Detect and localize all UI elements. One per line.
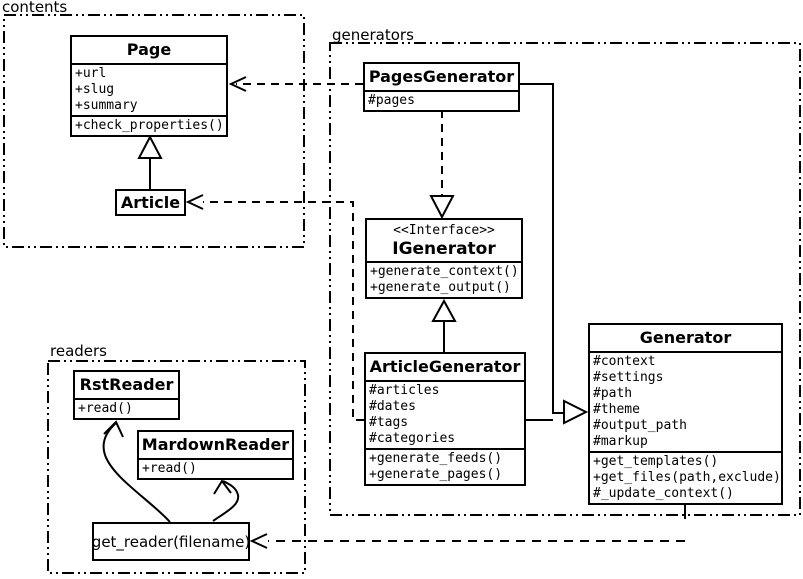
class-igenerator-title: <<Interface>> IGenerator (367, 220, 521, 261)
method: +generate_context() (370, 264, 519, 279)
class-generator-title: Generator (639, 328, 732, 347)
generalization-generators-generator (520, 83, 589, 425)
method: +read() (142, 461, 197, 476)
package-readers-border (47, 360, 306, 574)
class-article-title: Article (120, 193, 181, 212)
method: +generate_feeds() (369, 451, 503, 466)
function-get-reader-label: get_reader(filename) (91, 532, 251, 551)
package-contents-border (3, 14, 305, 248)
package-readers-label: readers (50, 342, 107, 360)
package-generators-label: generators (332, 26, 414, 44)
class-page-methods: +check_properties() (72, 115, 226, 135)
attribute: #context (593, 354, 656, 369)
method: #_update_context() (593, 486, 734, 501)
attribute: #articles (369, 383, 440, 398)
arrow-getreader-rstreader (102, 420, 171, 523)
class-igenerator-methods: +generate_context() +generate_output() (367, 261, 521, 297)
class-markdownreader: MardownReader +read() (137, 430, 294, 480)
attribute: #pages (368, 93, 415, 108)
class-page-attributes: +url +slug +summary (72, 63, 226, 115)
class-articlegenerator-attributes: #articles #dates #tags #categories (366, 380, 524, 448)
method: +generate_pages() (369, 467, 503, 482)
class-page: Page +url +slug +summary +check_properti… (70, 35, 228, 137)
generalization-articlegenerator-igenerator (431, 298, 457, 352)
method: +get_files(path,exclude) (593, 470, 781, 485)
class-generator-methods: +get_templates() +get_files(path,exclude… (590, 451, 781, 503)
attribute: #tags (369, 415, 409, 430)
attribute: +url (75, 66, 107, 81)
attribute: #categories (369, 431, 456, 446)
dependency-generator-getreader (249, 500, 686, 549)
attribute: #settings (593, 370, 664, 385)
attribute: #path (593, 386, 633, 401)
attribute: +summary (75, 98, 138, 113)
class-rstreader-methods: +read() (75, 398, 178, 418)
class-pagesgenerator-title: PagesGenerator (368, 67, 515, 86)
class-rstreader-title: RstReader (79, 375, 174, 394)
class-articlegenerator-title: ArticleGenerator (369, 357, 521, 376)
class-article: Article (115, 189, 186, 216)
dependency-pagesgenerator-page (228, 76, 363, 92)
class-generator: Generator #context #settings #path #them… (588, 323, 783, 505)
attribute: #theme (593, 402, 640, 417)
class-rstreader: RstReader +read() (73, 370, 180, 420)
package-generators-border (329, 42, 801, 516)
class-igenerator-name: IGenerator (392, 239, 496, 259)
class-articlegenerator: ArticleGenerator #articles #dates #tags … (364, 352, 526, 486)
class-igenerator: <<Interface>> IGenerator +generate_conte… (365, 218, 523, 299)
interface-stereotype: <<Interface>> (393, 223, 495, 238)
method: +check_properties() (75, 118, 224, 133)
class-pagesgenerator: PagesGenerator #pages (363, 62, 520, 112)
class-markdownreader-methods: +read() (139, 458, 292, 478)
class-articlegenerator-methods: +generate_feeds() +generate_pages() (366, 448, 524, 484)
attribute: #dates (369, 399, 416, 414)
function-get-reader: get_reader(filename) (92, 522, 250, 561)
method: +get_templates() (593, 454, 719, 469)
realization-pagesgenerator-igenerator (429, 110, 455, 220)
attribute: +slug (75, 82, 115, 97)
attribute: #markup (593, 434, 648, 449)
attribute: #output_path (593, 418, 687, 433)
arrow-getreader-markdownreader (212, 479, 240, 522)
class-pagesgenerator-attributes: #pages (365, 90, 518, 110)
dependency-articlegenerator-article (185, 194, 364, 421)
class-page-title: Page (126, 40, 172, 59)
inheritance-article-page (137, 134, 163, 189)
method: +read() (78, 401, 133, 416)
class-generator-attributes: #context #settings #path #theme #output_… (590, 351, 781, 451)
method: +generate_output() (370, 280, 511, 295)
class-markdownreader-title: MardownReader (141, 435, 290, 454)
package-contents-label: contents (2, 0, 68, 16)
